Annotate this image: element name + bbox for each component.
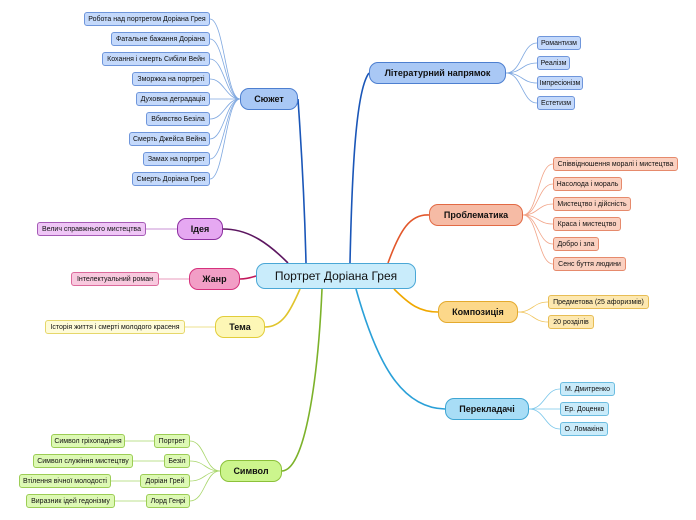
problem-item[interactable]: Насолода і мораль [553, 177, 622, 191]
branch-tema[interactable]: Тема [215, 316, 265, 338]
link-tema [264, 288, 301, 328]
link-lit-leaf [505, 42, 538, 74]
link-problem-leaf [522, 183, 554, 216]
branch-problem[interactable]: Проблематика [429, 204, 523, 226]
link-syuzhet-leaf [209, 18, 241, 100]
lit-item[interactable]: Імпресіонізм [537, 76, 583, 90]
lit-item[interactable]: Романтизм [537, 36, 581, 50]
link-syuzhet [297, 98, 307, 264]
branch-zhanr[interactable]: Жанр [189, 268, 240, 290]
branch-compos[interactable]: Композиція [438, 301, 518, 323]
branch-ideya[interactable]: Ідея [177, 218, 223, 240]
link-syuzhet-leaf [209, 98, 241, 160]
link-syuzhet-leaf [209, 98, 241, 180]
syuzhet-item[interactable]: Смерть Джейса Вейна [129, 132, 210, 146]
lit-item[interactable]: Естетизм [537, 96, 575, 110]
symbol-meaning[interactable]: Виразник ідей гедонізму [26, 494, 115, 508]
symbol-meaning[interactable]: Втілення вічної молодості [19, 474, 111, 488]
link-lit-leaf [505, 62, 538, 74]
compos-item[interactable]: Предметова (25 афоризмів) [548, 295, 649, 309]
link-zhanr [239, 275, 257, 280]
syuzhet-item[interactable]: Смерть Доріана Грея [132, 172, 210, 186]
link-lit-leaf [505, 72, 538, 104]
syuzhet-item[interactable]: Вбивство Безіла [146, 112, 210, 126]
symbol-key[interactable]: Доріан Грей [140, 474, 190, 488]
lit-item[interactable]: Реалізм [537, 56, 570, 70]
link-transl-leaf [528, 388, 561, 410]
link-symbol-key [189, 470, 221, 502]
problem-item[interactable]: Добро і зла [553, 237, 599, 251]
link-lit [349, 72, 370, 264]
link-problem-leaf [522, 214, 554, 265]
link-compos [393, 288, 439, 313]
link-compos-leaf [517, 311, 549, 323]
link-syuzhet-leaf [209, 98, 241, 140]
tema-item[interactable]: Історія життя і смерті молодого красеня [45, 320, 185, 334]
link-symbol [281, 288, 323, 472]
link-transl-leaf [528, 408, 561, 430]
transl-item[interactable]: Ер. Доценко [560, 402, 609, 416]
problem-item[interactable]: Краса і мистецтво [553, 217, 621, 231]
link-symbol-key [189, 460, 221, 472]
link-syuzhet-leaf [209, 78, 241, 100]
problem-item[interactable]: Сенс буття людини [553, 257, 626, 271]
link-lit-leaf [505, 72, 538, 84]
branch-lit[interactable]: Літературний напрямок [369, 62, 506, 84]
syuzhet-item[interactable]: Робота над портретом Доріана Грея [84, 12, 210, 26]
syuzhet-item[interactable]: Духовна деградація [136, 92, 210, 106]
syuzhet-item[interactable]: Зморжка на портреті [132, 72, 210, 86]
symbol-meaning[interactable]: Символ гріхопадіння [51, 434, 125, 448]
branch-transl[interactable]: Перекладачі [445, 398, 529, 420]
transl-item[interactable]: О. Ломакіна [560, 422, 608, 436]
branch-symbol[interactable]: Символ [220, 460, 282, 482]
symbol-key[interactable]: Лорд Генрі [146, 494, 190, 508]
central-topic[interactable]: Портрет Доріана Грея [256, 263, 416, 289]
zhanr-item[interactable]: Інтелектуальний роман [71, 272, 159, 286]
syuzhet-item[interactable]: Замах на портрет [143, 152, 210, 166]
syuzhet-item[interactable]: Фатальне бажання Доріана [111, 32, 210, 46]
transl-item[interactable]: М. Дмитренко [560, 382, 615, 396]
link-problem [387, 214, 430, 264]
link-symbol-key [189, 440, 221, 472]
symbol-key[interactable]: Безіл [164, 454, 190, 468]
branch-syuzhet[interactable]: Сюжет [240, 88, 298, 110]
link-syuzhet-leaf [209, 38, 241, 100]
link-ideya [222, 228, 289, 264]
symbol-meaning[interactable]: Символ служіння мистецтву [33, 454, 133, 468]
link-compos-leaf [517, 301, 549, 313]
compos-item[interactable]: 20 розділів [548, 315, 594, 329]
link-transl [355, 288, 446, 410]
problem-item[interactable]: Співвідношення моралі і мистецтва [553, 157, 678, 171]
link-problem-leaf [522, 203, 554, 216]
ideya-item[interactable]: Велич справжнього мистецтва [37, 222, 146, 236]
symbol-key[interactable]: Портрет [154, 434, 190, 448]
link-syuzhet-leaf [209, 58, 241, 100]
problem-item[interactable]: Мистецтво і дійсність [553, 197, 631, 211]
syuzhet-item[interactable]: Кохання і смерть Сибіли Вейн [102, 52, 210, 66]
link-problem-leaf [522, 163, 554, 216]
